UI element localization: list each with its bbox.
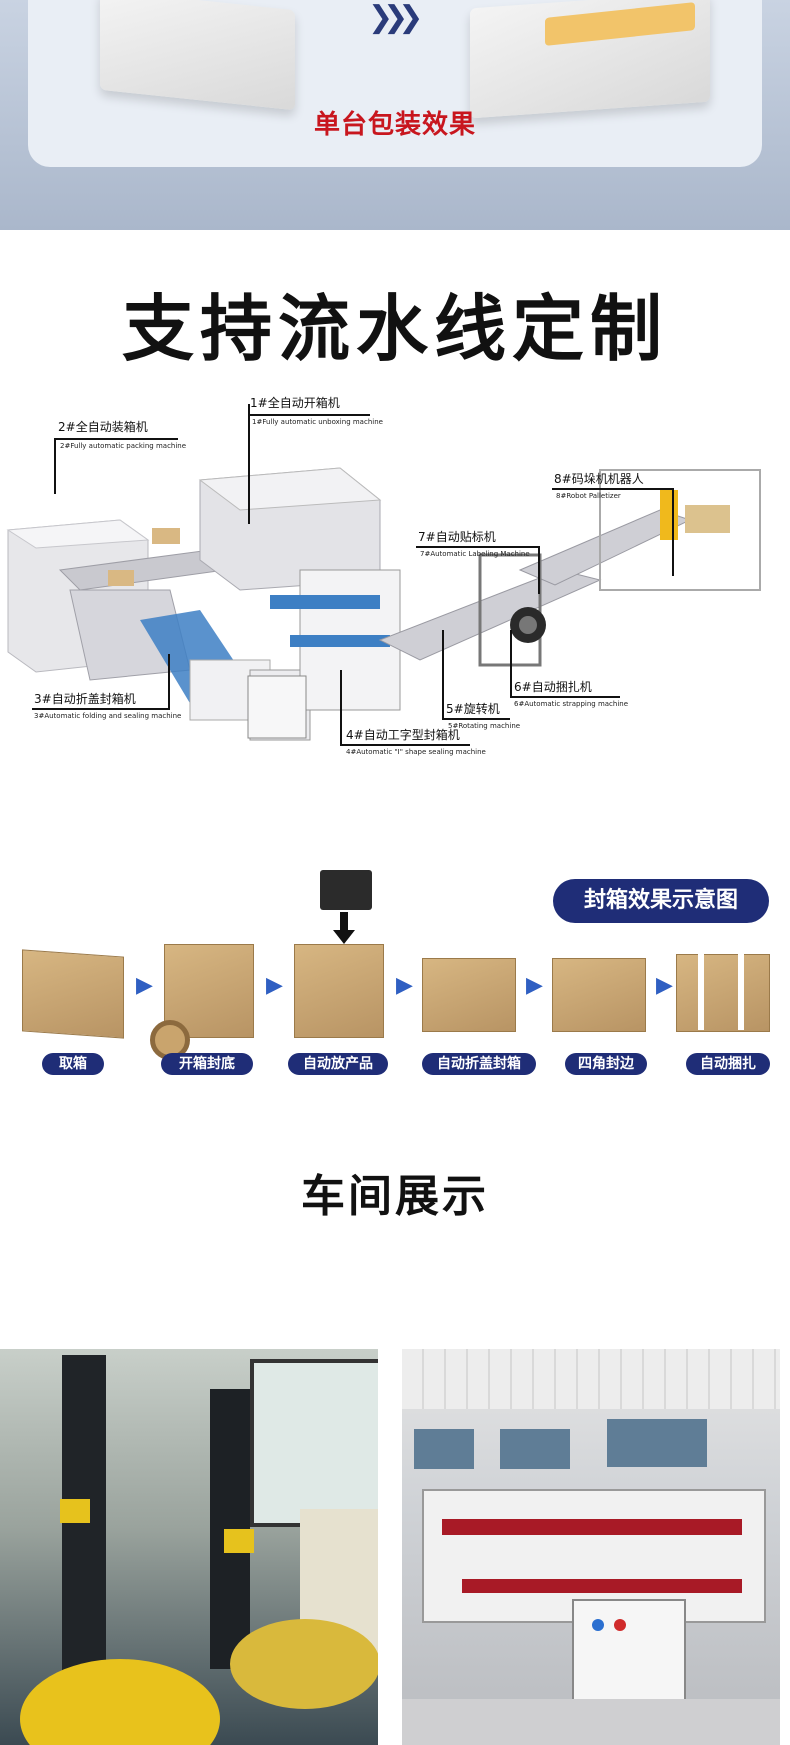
- window-blind: [500, 1429, 570, 1469]
- leader-line: [442, 630, 444, 720]
- step-1-label: 取箱: [42, 1053, 104, 1075]
- workshop-photo-sealing-machines: [402, 1349, 780, 1745]
- machine-7-sublabel: 7#Automatic Labeling Machine: [420, 550, 530, 558]
- strap-band: [738, 954, 744, 1030]
- workshop-photo-wrapping-machines: [0, 1349, 378, 1745]
- production-line-diagram: 1#全自动开箱机 1#Fully automatic unboxing mach…: [0, 396, 790, 850]
- production-line-illustration: [6, 467, 761, 741]
- section-title-line: 支持流水线定制: [121, 287, 668, 371]
- machine-2-sublabel: 2#Fully automatic packing machine: [60, 442, 187, 450]
- film-carriage: [60, 1499, 90, 1523]
- step-6-strapped-carton: [676, 954, 770, 1032]
- window: [250, 1359, 378, 1527]
- step-4-sealed-carton: [422, 958, 516, 1032]
- leader-line: [340, 744, 470, 746]
- turntable: [230, 1619, 378, 1709]
- machine-8-sublabel: 8#Robot Palletizer: [556, 492, 621, 500]
- ceiling: [402, 1349, 780, 1409]
- machine-7-label: 7#自动贴标机: [418, 530, 496, 544]
- leader-line: [248, 414, 370, 416]
- leader-line: [538, 546, 540, 594]
- strap-band: [698, 954, 704, 1030]
- step-6-label: 自动捆扎: [686, 1053, 770, 1075]
- machine-5-sublabel: 5#Rotating machine: [448, 722, 521, 730]
- step-1-flat-carton: [22, 949, 124, 1039]
- arrow-down-head: [333, 930, 355, 944]
- triangle-right-icon: ▶: [266, 973, 283, 998]
- window-blind: [414, 1429, 474, 1469]
- machine-1-label: 1#全自动开箱机: [250, 396, 340, 410]
- control-cabinet: [572, 1599, 686, 1703]
- machine-4-label: 4#自动工字型封箱机: [346, 728, 460, 742]
- step-3-label: 自动放产品: [288, 1053, 388, 1075]
- single-pack-caption: 单台包装效果: [313, 110, 476, 140]
- indicator-light: [614, 1619, 626, 1631]
- triangle-right-icon: ▶: [396, 973, 413, 998]
- leader-line: [32, 708, 170, 710]
- step-4-label: 自动折盖封箱: [422, 1053, 536, 1075]
- step-2-label: 开箱封底: [161, 1053, 253, 1075]
- triangle-right-icon: ▶: [656, 973, 673, 998]
- section-title-workshop: 车间展示: [301, 1171, 489, 1222]
- triangle-right-icon: ▶: [136, 973, 153, 998]
- machine-3-sublabel: 3#Automatic folding and sealing machine: [34, 712, 182, 720]
- film-carriage: [224, 1529, 254, 1553]
- product-block: [320, 870, 372, 910]
- arrow-down-icon: [340, 912, 348, 934]
- turntable: [20, 1659, 220, 1745]
- leader-line: [442, 718, 510, 720]
- machine-red-rail: [442, 1519, 742, 1535]
- step-5-edge-sealed-carton: [552, 958, 646, 1032]
- floor: [402, 1699, 780, 1745]
- machine-5-label: 5#旋转机: [446, 702, 500, 716]
- machine-3-label: 3#自动折盖封箱机: [34, 692, 136, 706]
- leader-line: [510, 696, 620, 698]
- machine-1-sublabel: 1#Fully automatic unboxing machine: [252, 418, 383, 426]
- leader-line: [54, 438, 56, 494]
- leader-line: [416, 546, 540, 548]
- sealing-diagram-badge: 封箱效果示意图: [553, 879, 769, 923]
- leader-line: [340, 670, 342, 746]
- window-blind: [607, 1419, 707, 1467]
- machine-4-sublabel: 4#Automatic "I" shape sealing machine: [346, 748, 486, 756]
- indicator-light: [592, 1619, 604, 1631]
- chevron-right-icon: ❯❯❯: [368, 0, 424, 35]
- leader-line: [510, 630, 512, 698]
- leader-line: [552, 488, 674, 490]
- machine-6-label: 6#自动捆扎机: [514, 680, 592, 694]
- machine-8-label: 8#码垛机机器人: [554, 472, 644, 486]
- triangle-right-icon: ▶: [526, 973, 543, 998]
- machine-6-sublabel: 6#Automatic strapping machine: [514, 700, 629, 708]
- step-3-carton-with-product: [294, 944, 384, 1038]
- leader-line: [248, 404, 250, 524]
- step-5-label: 四角封边: [565, 1053, 647, 1075]
- machine-red-rail: [462, 1579, 742, 1593]
- leader-line: [54, 438, 178, 440]
- leader-line: [168, 654, 170, 708]
- machine-2-label: 2#全自动装箱机: [58, 420, 148, 434]
- leader-line: [672, 488, 674, 576]
